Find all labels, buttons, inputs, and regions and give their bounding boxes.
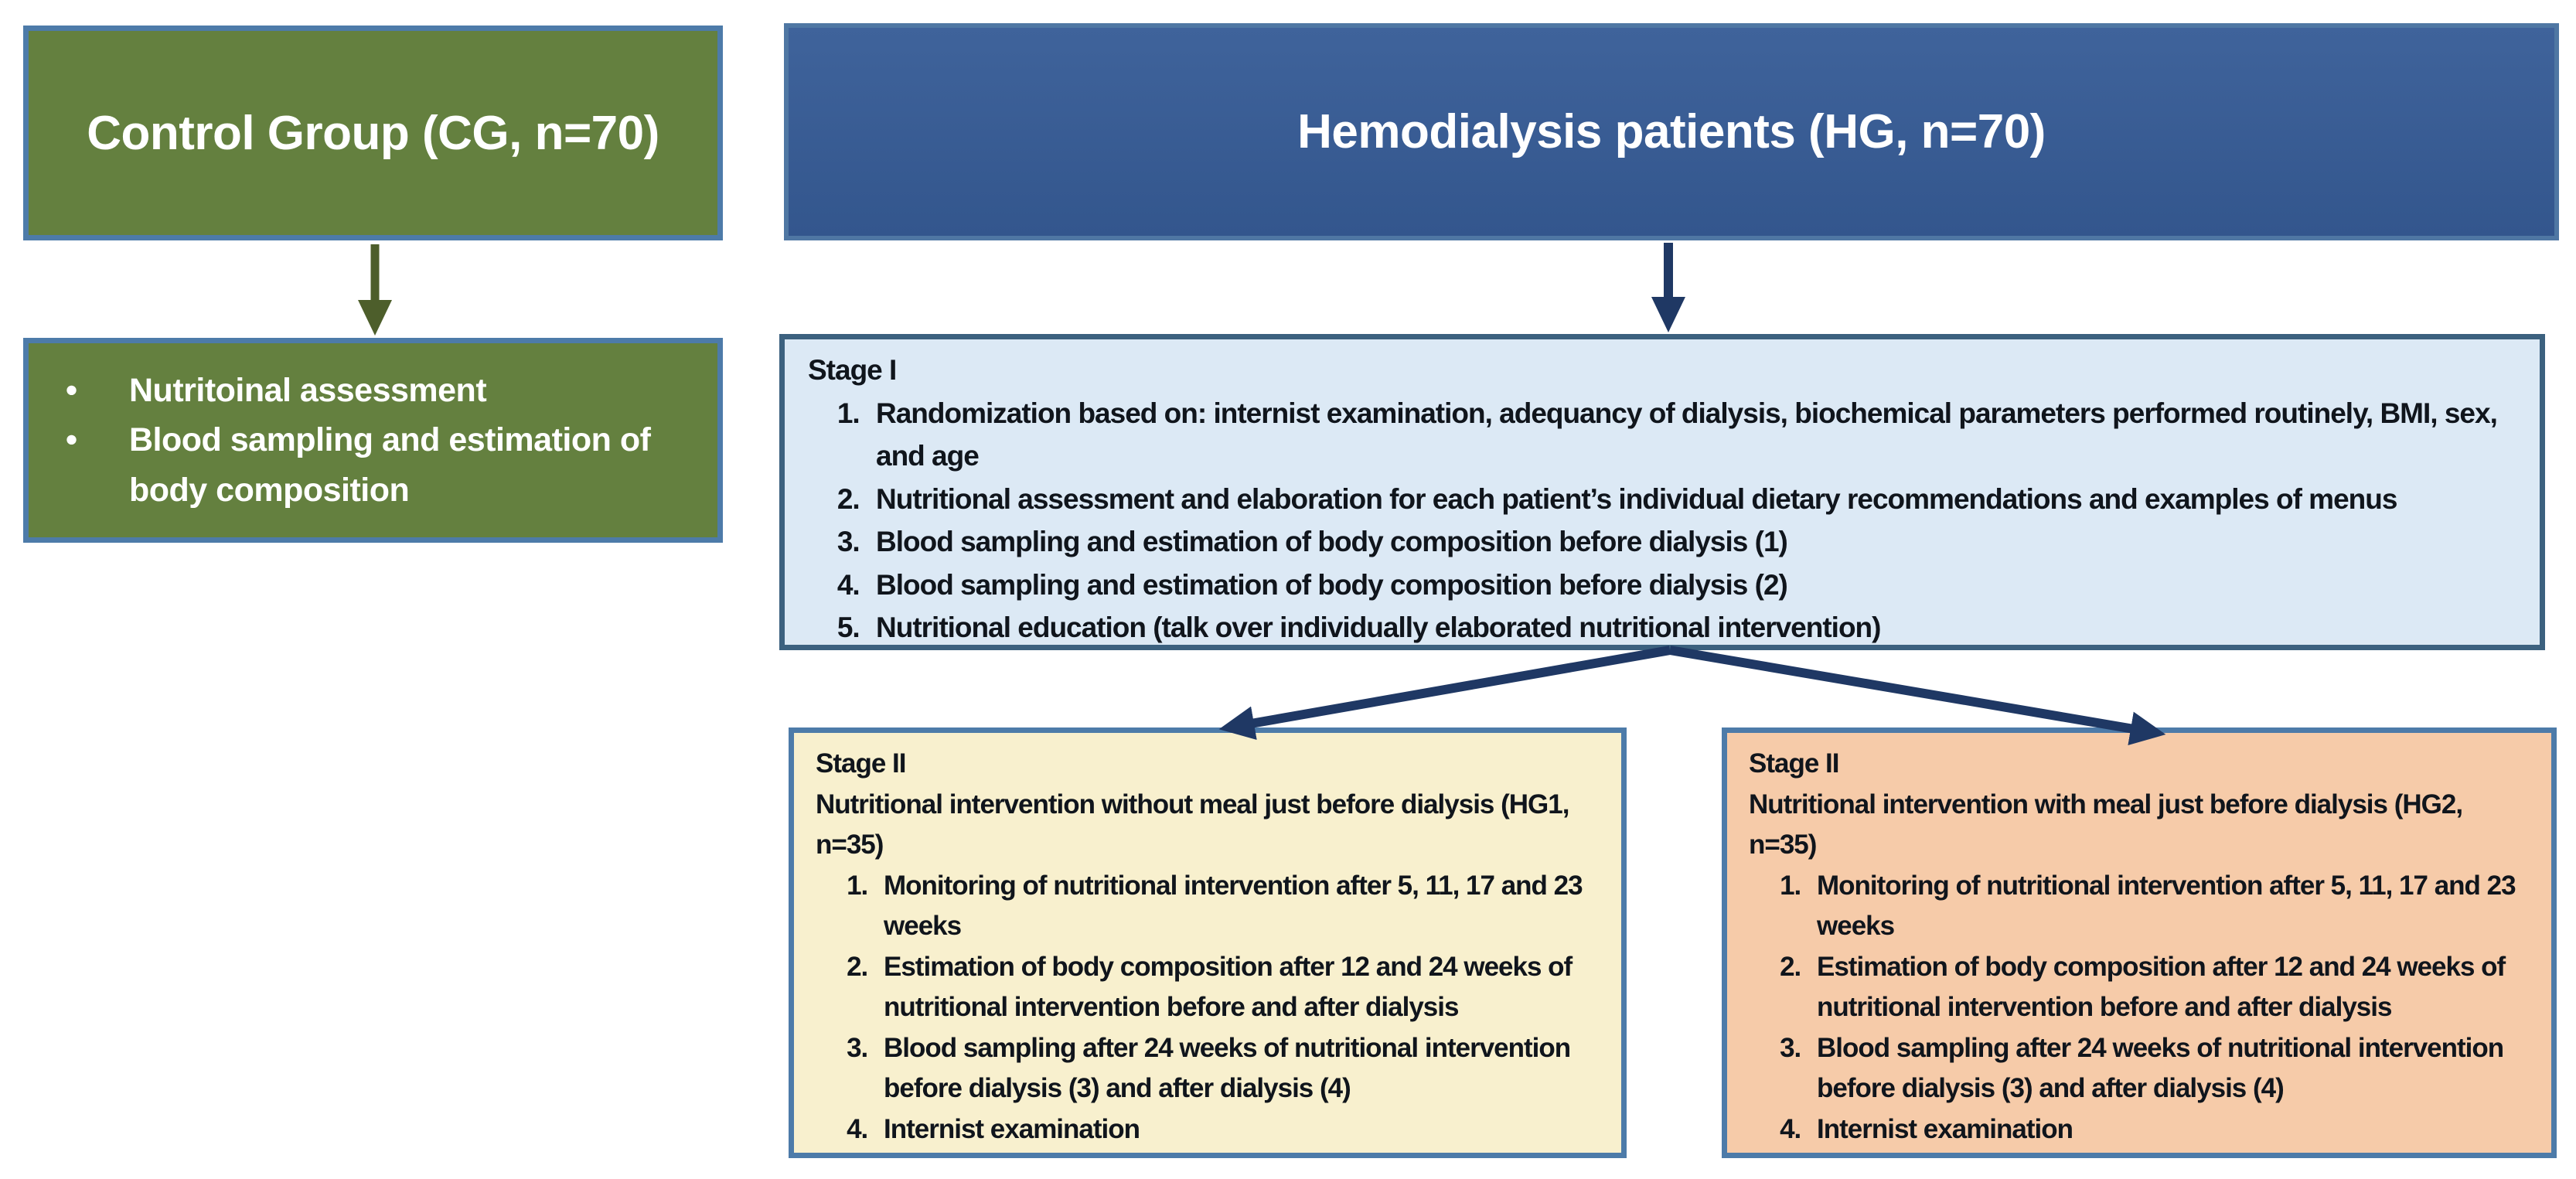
list-item: Blood sampling and estimation of body co…	[867, 520, 2516, 564]
stage2-hg1-heading: Stage II	[816, 748, 906, 779]
stage2-hg1-item-list: Monitoring of nutritional intervention a…	[816, 866, 1600, 1150]
list-item: Nutritoinal assessment	[29, 366, 694, 416]
stage2-hg2-subtitle: Nutritional intervention with meal just …	[1749, 789, 2463, 860]
stage1-item-list: Randomization based on: internist examin…	[808, 392, 2516, 649]
list-item: Blood sampling and estimation of body co…	[867, 564, 2516, 607]
control-group-task-list: Nutritoinal assessmentBlood sampling and…	[29, 366, 717, 516]
list-item: Internist examination	[874, 1109, 1600, 1150]
list-item: Monitoring of nutritional intervention a…	[1808, 866, 2530, 947]
arrow-branch-left-icon	[1218, 646, 1671, 740]
list-item: Blood sampling after 24 weeks of nutriti…	[1808, 1028, 2530, 1109]
list-item: Nutritional education (talk over individ…	[867, 606, 2516, 649]
control-group-box: Control Group (CG, n=70)	[23, 26, 723, 240]
stage2-hg1-subtitle: Nutritional intervention without meal ju…	[816, 789, 1569, 860]
list-item: Estimation of body composition after 12 …	[1808, 947, 2530, 1028]
list-item: Randomization based on: internist examin…	[867, 392, 2516, 478]
list-item: Estimation of body composition after 12 …	[874, 947, 1600, 1028]
control-group-title: Control Group (CG, n=70)	[87, 106, 659, 160]
stage2-hg1-box: Stage II Nutritional intervention withou…	[789, 728, 1627, 1158]
stage2-hg2-heading: Stage II	[1749, 748, 1839, 779]
stage2-hg2-box: Stage II Nutritional intervention with m…	[1722, 728, 2557, 1158]
list-item: Nutritional assessment and elaboration f…	[867, 478, 2516, 521]
arrow-branch-right-icon	[1668, 646, 2166, 746]
list-item: Blood sampling and estimation of body co…	[29, 415, 694, 515]
list-item: Internist examination	[1808, 1109, 2530, 1150]
hemodialysis-group-box: Hemodialysis patients (HG, n=70)	[784, 23, 2559, 240]
list-item: Monitoring of nutritional intervention a…	[874, 866, 1600, 947]
list-item: Blood sampling after 24 weeks of nutriti…	[874, 1028, 1600, 1109]
hemodialysis-group-title: Hemodialysis patients (HG, n=70)	[1297, 105, 2046, 158]
control-group-tasks-box: Nutritoinal assessmentBlood sampling and…	[23, 338, 723, 543]
stage1-heading: Stage I	[808, 354, 897, 386]
stage2-hg2-item-list: Monitoring of nutritional intervention a…	[1749, 866, 2530, 1150]
stage1-box: Stage I Randomization based on: internis…	[779, 334, 2545, 650]
